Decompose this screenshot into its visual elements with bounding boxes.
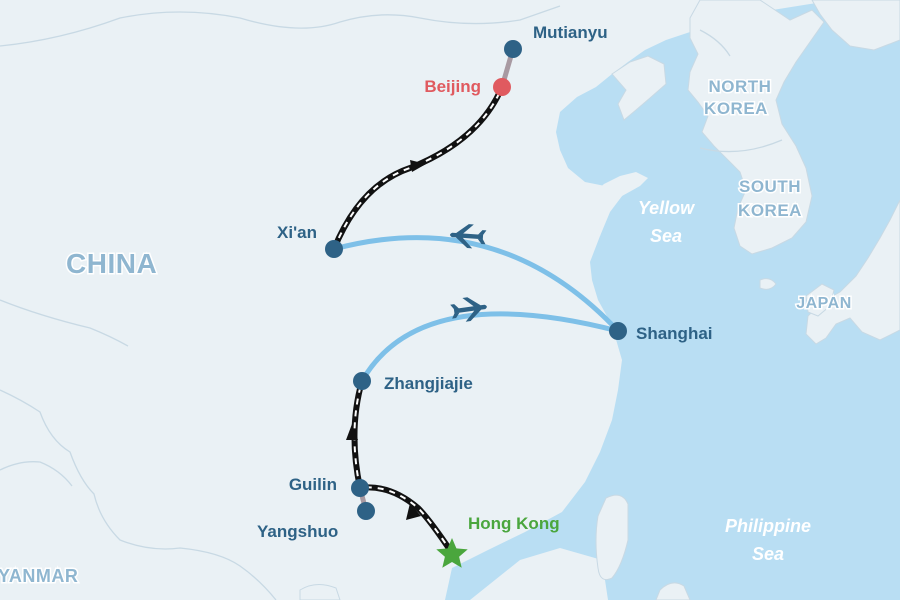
rail-route-xian-beijing: [331, 85, 505, 251]
region-label-south-korea-1: SOUTH: [739, 177, 801, 196]
city-marker-xian[interactable]: [325, 240, 343, 258]
japan-land: [805, 199, 900, 345]
city-label-yangshuo: Yangshuo: [257, 522, 338, 541]
south-border: [0, 389, 277, 600]
rail-direction-arrow: [346, 424, 358, 440]
region-label-china: CHINA: [66, 248, 157, 279]
region-label-myanmar: YANMAR: [0, 566, 78, 586]
city-label-mutianyu: Mutianyu: [533, 23, 608, 42]
city-marker-shanghai[interactable]: [609, 322, 627, 340]
city-marker-mutianyu[interactable]: [504, 40, 522, 58]
city-label-xian: Xi'an: [277, 223, 317, 242]
region-label-south-korea-2: KOREA: [738, 201, 802, 220]
flight-route-shanghai-xian: [331, 235, 621, 334]
city-label-hong-kong: Hong Kong: [468, 514, 560, 533]
city-marker-zhangjiajie[interactable]: [353, 372, 371, 390]
rail-route-hongkong-guilin: [359, 484, 455, 555]
kyushu-land: [805, 283, 835, 317]
city-label-zhangjiajie: Zhangjiajie: [384, 374, 473, 393]
region-label-north-korea-2: KOREA: [704, 99, 768, 118]
dmz-border: [699, 139, 783, 153]
city-label-beijing: Beijing: [424, 77, 481, 96]
west-border: [0, 299, 129, 347]
region-label-north-korea-1: NORTH: [709, 77, 772, 96]
city-label-shanghai: Shanghai: [636, 324, 713, 343]
mongolia-border: [0, 5, 561, 47]
city-marker-beijing[interactable]: [493, 78, 511, 96]
hainan-island: [299, 584, 341, 600]
star-icon[interactable]: [436, 538, 468, 568]
rail-route-guilin-zhangjiajie: [346, 380, 365, 489]
city-marker-yangshuo[interactable]: [357, 502, 375, 520]
shandong-peninsula: [588, 172, 648, 236]
taiwan-island: [595, 494, 629, 581]
sea-label-yellow-2: Sea: [650, 226, 682, 246]
city-marker-guilin[interactable]: [351, 479, 369, 497]
city-label-guilin: Guilin: [289, 475, 337, 494]
nk-china-border: [699, 29, 731, 57]
russia-land: [811, 0, 900, 51]
sea-label-philippine-1: Philippine: [725, 516, 811, 536]
korean-peninsula: [687, 0, 825, 255]
inner-border: [0, 461, 73, 487]
liaodong-peninsula: [611, 55, 667, 121]
region-label-japan: JAPAN: [796, 295, 852, 312]
sea-label-philippine-2: Sea: [752, 544, 784, 564]
sea-label-yellow-1: Yellow: [638, 198, 695, 218]
jeju-island: [759, 278, 777, 290]
rail-direction-arrow: [410, 160, 426, 172]
luzon-island: [655, 582, 691, 600]
rail-direction-arrow: [406, 503, 421, 520]
